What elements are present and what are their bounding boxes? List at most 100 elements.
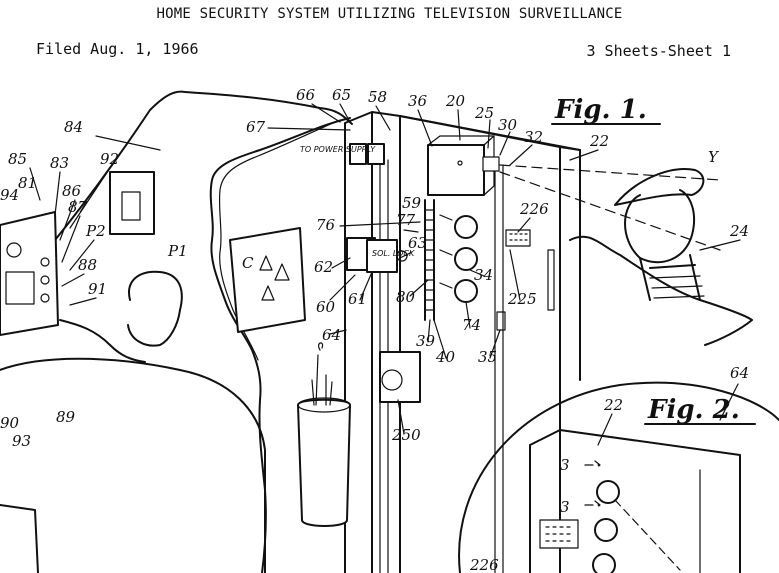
door-panel [399, 115, 581, 521]
visitor-head [624, 189, 696, 264]
umbrella-stand-rim [297, 397, 351, 413]
ref-61: 61 [348, 290, 367, 308]
tv-monitor [0, 211, 59, 336]
ref-87: 87 [68, 198, 88, 216]
umbrella-sticks [311, 342, 333, 406]
fig2-door-panel [529, 429, 741, 573]
camera-bracket [482, 156, 500, 172]
camera-sight-line [499, 164, 721, 251]
ref-91: 91 [88, 280, 107, 298]
light-stems [439, 214, 453, 289]
ref-225: 225 [507, 290, 537, 308]
sol-lock-label: SOL. LOCK [372, 249, 415, 258]
wall-picture [109, 171, 155, 235]
power-supply-text: TO POWER SUPPLY [300, 145, 376, 154]
power-supply-label: TO POWER SUPPLY [300, 145, 376, 154]
ref-226-top: 226 [519, 200, 549, 218]
ref-77: 77 [396, 211, 416, 229]
outside-boundary [569, 235, 753, 346]
ref-250: 250 [391, 426, 421, 444]
fig2-detail-circle [458, 381, 779, 573]
ref-22-top: 22 [589, 132, 609, 150]
tv-screen [5, 271, 35, 305]
ref-30: 30 [498, 116, 518, 134]
ref-60: 60 [316, 298, 336, 316]
leader-lines [29, 103, 741, 446]
ref-3-a: 3 [560, 456, 570, 474]
ref-35: 35 [478, 348, 497, 366]
ref-64-left: 64 [322, 326, 341, 344]
solenoid-knob [396, 250, 408, 262]
ref-93: 93 [12, 432, 31, 450]
wall-picture-inner [121, 191, 141, 221]
tv-knob-1 [40, 257, 50, 267]
fig1-caption: Fig. 1. [554, 95, 647, 125]
solenoid-box-right [366, 239, 398, 273]
ref-86: 86 [62, 182, 82, 200]
ref-85: 85 [8, 150, 27, 168]
ref-32: 32 [524, 128, 543, 146]
person-arm [59, 319, 146, 363]
ref-76: 76 [316, 216, 336, 234]
ref-66: 66 [296, 86, 316, 104]
tv-knob-2 [40, 275, 50, 285]
ref-67: 67 [246, 118, 266, 136]
ref-25: 25 [474, 104, 494, 122]
fig2-arrows [584, 460, 681, 571]
door-light-1 [454, 215, 478, 239]
tree-drawing [259, 255, 290, 301]
ref-90: 90 [0, 414, 20, 432]
filed-date: Filed Aug. 1, 1966 [36, 40, 199, 58]
ref-p2: P2 [85, 222, 106, 240]
ref-74: 74 [462, 316, 481, 334]
ref-c: C [242, 254, 254, 272]
ref-24: 24 [729, 222, 749, 240]
ref-80: 80 [396, 288, 416, 306]
ref-39: 39 [416, 332, 436, 350]
framed-picture-c [229, 227, 306, 333]
wall-cable [209, 117, 351, 573]
power-box-1 [349, 143, 367, 165]
patent-title: HOME SECURITY SYSTEM UTILIZING TELEVISIO… [156, 6, 623, 22]
door-hinge [547, 249, 555, 311]
person-head [127, 270, 183, 347]
tv-speaker [6, 242, 22, 258]
ref-84: 84 [64, 118, 83, 136]
visitor-stripes [649, 275, 705, 299]
keypad-dots [509, 233, 528, 241]
camera-box [427, 144, 485, 196]
ref-64-right: 64 [730, 364, 749, 382]
fig2-caption: Fig. 2. [647, 395, 740, 425]
bed-frame [0, 504, 39, 573]
ref-63: 63 [408, 234, 427, 252]
ref-22-fig2: 22 [603, 396, 623, 414]
bed-blanket [0, 357, 266, 573]
ref-y: Y [708, 148, 720, 166]
fig2-light-2 [594, 518, 618, 542]
door-light-2 [454, 247, 478, 271]
ref-34: 34 [474, 266, 493, 284]
umbrella-stand [297, 398, 351, 527]
visitor-cap [614, 168, 705, 206]
ref-226-fig2: 226 [469, 556, 499, 573]
ref-81: 81 [18, 174, 37, 192]
ref-36: 36 [408, 92, 428, 110]
sheet-count: 3 Sheets-Sheet 1 [586, 42, 732, 60]
switch-plate [379, 351, 421, 403]
rack-teeth [424, 209, 435, 311]
power-box-2 [367, 143, 385, 165]
ref-62: 62 [314, 258, 333, 276]
latch-35 [496, 311, 506, 331]
wall-cable-inner [218, 119, 341, 361]
ref-p1: P1 [167, 242, 188, 260]
switch-button [381, 369, 403, 391]
ref-88: 88 [78, 256, 97, 274]
tv-knob-3 [40, 293, 50, 303]
ref-59: 59 [402, 194, 422, 212]
ref-3-b: 3 [560, 498, 570, 516]
fig2-light-1 [596, 480, 620, 504]
camera-lens-dot [457, 160, 463, 166]
ref-20: 20 [445, 92, 466, 110]
fig2-light-3 [592, 553, 616, 573]
